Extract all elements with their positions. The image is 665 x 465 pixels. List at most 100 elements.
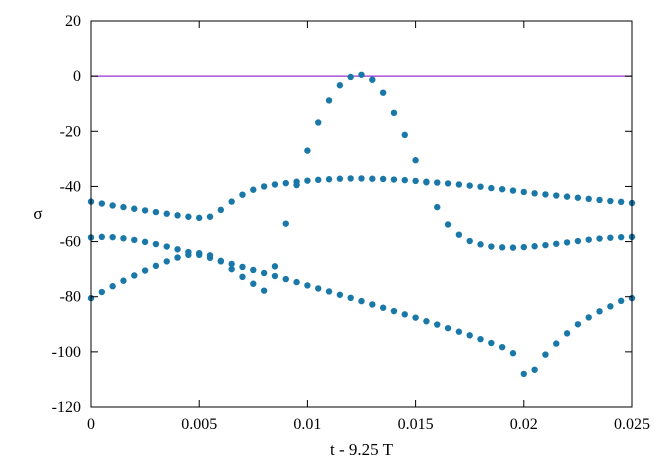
- data-point: [434, 179, 441, 186]
- data-point: [369, 175, 376, 182]
- data-point: [531, 366, 538, 373]
- data-point: [488, 243, 495, 250]
- data-point: [466, 237, 473, 245]
- data-point: [401, 176, 408, 184]
- y-tick-label: -20: [60, 123, 81, 140]
- data-point: [120, 235, 127, 242]
- x-tick-label: 0.005: [181, 416, 217, 433]
- data-point: [607, 197, 614, 205]
- data-point: [239, 191, 246, 198]
- data-point: [336, 175, 344, 182]
- data-point: [260, 269, 268, 277]
- y-tick-label: -120: [52, 399, 81, 416]
- data-point: [120, 203, 127, 211]
- data-point: [315, 285, 322, 292]
- x-tick-label: 0.01: [293, 416, 321, 433]
- data-point: [488, 339, 495, 347]
- data-point: [488, 184, 495, 192]
- data-point: [423, 179, 430, 186]
- data-point: [498, 185, 506, 193]
- data-point: [260, 183, 268, 190]
- data-point: [617, 233, 625, 241]
- data-point: [358, 297, 365, 305]
- data-point: [185, 251, 192, 259]
- data-point: [217, 206, 225, 214]
- data-point: [553, 340, 560, 347]
- data-point: [152, 262, 160, 270]
- data-point: [434, 321, 441, 328]
- data-point: [379, 175, 387, 183]
- y-axis-label: σ: [33, 204, 42, 223]
- data-point: [250, 186, 257, 193]
- plot-frame: [90, 20, 633, 408]
- data-point: [444, 180, 452, 187]
- data-point: [185, 213, 192, 220]
- axis-ticks: [90, 20, 633, 408]
- data-point: [98, 288, 106, 296]
- data-point: [596, 196, 603, 204]
- data-point: [423, 318, 430, 325]
- data-point: [98, 233, 106, 241]
- x-tick-label: 0.015: [398, 416, 434, 433]
- data-point: [563, 239, 571, 246]
- data-point: [574, 321, 582, 328]
- data-point: [498, 244, 506, 251]
- data-point: [466, 332, 473, 339]
- data-point: [152, 208, 160, 216]
- data-point: [163, 210, 170, 217]
- data-point: [498, 343, 506, 351]
- data-point: [520, 370, 527, 378]
- data-point: [336, 291, 344, 298]
- data-point: [282, 179, 289, 187]
- data-point: [336, 82, 344, 89]
- data-point: [553, 192, 560, 199]
- data-point: [206, 213, 214, 220]
- data-point: [131, 236, 138, 244]
- data-point: [531, 243, 538, 250]
- data-point: [304, 177, 311, 184]
- data-point: [455, 328, 463, 335]
- data-point: [347, 294, 354, 302]
- data-point: [574, 194, 582, 201]
- data-point: [585, 314, 592, 321]
- data-point: [163, 258, 170, 265]
- data-point: [250, 280, 257, 287]
- data-point: [466, 182, 473, 189]
- data-point: [174, 212, 181, 219]
- data-point: [369, 76, 376, 83]
- data-point: [477, 183, 484, 190]
- data-point: [109, 233, 116, 241]
- x-tick-label: 0.025: [614, 416, 650, 433]
- y-tick-label: -60: [60, 234, 81, 251]
- data-point: [141, 207, 149, 214]
- data-point: [293, 181, 300, 189]
- y-tick-label: -80: [60, 289, 81, 306]
- data-point: [98, 200, 106, 207]
- data-point: [206, 252, 214, 259]
- y-tick-label: 20: [65, 13, 81, 30]
- data-point: [141, 238, 149, 246]
- data-point: [315, 176, 322, 184]
- data-point: [120, 277, 127, 284]
- data-point: [347, 73, 354, 81]
- x-axis-label: t - 9.25 T: [330, 440, 394, 459]
- data-point: [531, 190, 538, 197]
- data-point: [271, 181, 279, 188]
- data-point: [607, 303, 614, 310]
- data-point: [509, 187, 517, 194]
- data-point: [131, 205, 138, 212]
- data-point: [596, 308, 603, 315]
- data-point: [358, 175, 365, 182]
- data-point: [542, 191, 549, 198]
- data-point: [293, 278, 300, 286]
- data-point: [369, 301, 376, 308]
- data-point: [563, 193, 571, 200]
- data-point: [444, 221, 452, 228]
- data-point: [412, 177, 419, 185]
- data-point: [412, 157, 419, 164]
- data-point: [455, 181, 463, 188]
- data-point: [444, 324, 452, 332]
